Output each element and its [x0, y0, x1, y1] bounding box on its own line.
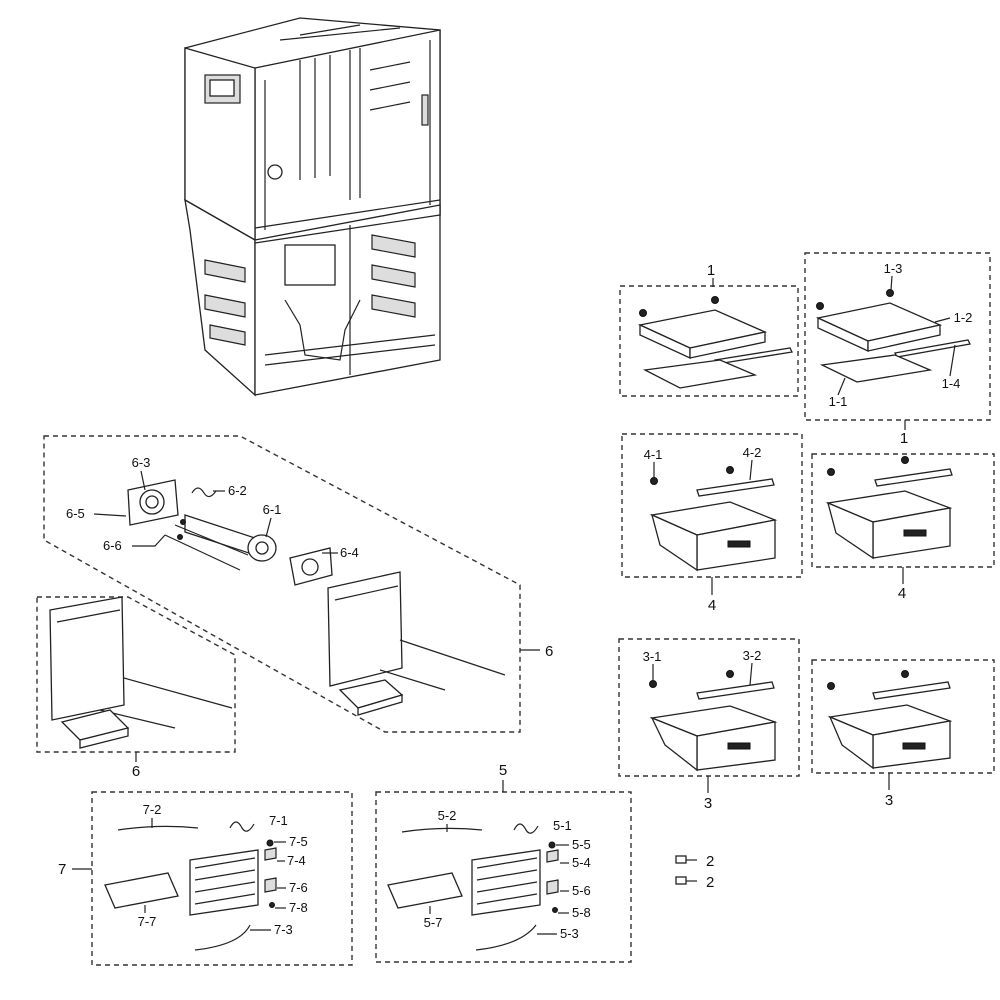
- group-6-lower-frame: [36, 596, 236, 753]
- group-4-right-frame: [811, 453, 995, 568]
- drawer-4-left: [649, 466, 778, 572]
- label-5-5: 5-5: [572, 837, 591, 852]
- label-6-4: 6-4: [340, 545, 359, 560]
- label-3-2: 3-2: [743, 648, 762, 663]
- label-1-right: 1: [900, 430, 908, 447]
- label-7: 7: [58, 861, 66, 878]
- label-4-right: 4: [898, 585, 906, 602]
- shelf-1-left: [637, 296, 793, 389]
- label-7-2: 7-2: [143, 802, 162, 817]
- label-4-left: 4: [708, 597, 716, 614]
- label-5-1: 5-1: [553, 818, 572, 833]
- label-5-2: 5-2: [438, 808, 457, 823]
- label-1-1: 1-1: [829, 394, 848, 409]
- evaporator-cover-lower: [49, 596, 233, 749]
- label-7-6: 7-6: [289, 880, 308, 895]
- label-6-2: 6-2: [228, 483, 247, 498]
- label-2-top: 2: [706, 853, 714, 870]
- label-5-8: 5-8: [572, 905, 591, 920]
- label-1-left: 1: [707, 262, 715, 279]
- evaporator-cover-upper: [327, 571, 506, 716]
- group-6-upper-frame: [43, 435, 521, 733]
- label-1-4: 1-4: [942, 376, 961, 391]
- label-1-3: 1-3: [884, 261, 903, 276]
- evaporator-5: [387, 823, 559, 951]
- label-6-upper: 6: [545, 643, 553, 660]
- label-6-3: 6-3: [132, 455, 151, 470]
- label-2-bottom: 2: [706, 874, 714, 891]
- drawer-3-right: [827, 670, 953, 770]
- group-4-left-frame: [621, 433, 803, 578]
- group-1-right-frame: [804, 252, 991, 421]
- label-6-lower: 6: [132, 763, 140, 780]
- label-6-5: 6-5: [66, 506, 85, 521]
- shelf-1-right: [815, 289, 971, 383]
- drawer-3-left: [649, 670, 778, 772]
- label-1-2: 1-2: [954, 310, 973, 325]
- label-5-7: 5-7: [424, 915, 443, 930]
- group-3-right-frame: [811, 659, 995, 774]
- evaporator-7: [104, 821, 277, 951]
- label-3-1: 3-1: [643, 649, 662, 664]
- label-3-right: 3: [885, 792, 893, 809]
- fan-motor-assembly: [127, 479, 333, 586]
- label-7-5: 7-5: [289, 834, 308, 849]
- label-3-left: 3: [704, 795, 712, 812]
- label-4-2: 4-2: [743, 445, 762, 460]
- label-5-6: 5-6: [572, 883, 591, 898]
- label-7-1: 7-1: [269, 813, 288, 828]
- label-4-1: 4-1: [644, 447, 663, 462]
- label-5-4: 5-4: [572, 855, 591, 870]
- label-6-6: 6-6: [103, 538, 122, 553]
- label-5-3: 5-3: [560, 926, 579, 941]
- label-5: 5: [499, 762, 507, 779]
- label-7-3: 7-3: [274, 922, 293, 937]
- label-7-8: 7-8: [289, 900, 308, 915]
- group-7-frame: [91, 791, 353, 966]
- drawer-4-right: [825, 456, 953, 560]
- label-7-4: 7-4: [287, 853, 306, 868]
- label-7-7: 7-7: [138, 914, 157, 929]
- label-6-1: 6-1: [263, 502, 282, 517]
- cabinet-assembly: [184, 17, 441, 397]
- part-2-clips: [675, 855, 697, 885]
- group-3-left-frame: [618, 638, 800, 777]
